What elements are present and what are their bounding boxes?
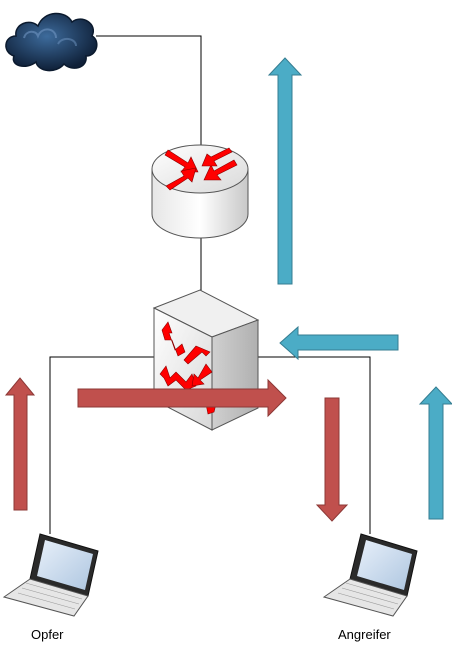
arrow-up-attacker bbox=[418, 386, 452, 520]
red-arrows bbox=[4, 377, 349, 522]
blue-arrows bbox=[267, 57, 452, 520]
arrow-left-switch bbox=[279, 325, 399, 361]
switch-victim-link bbox=[49, 356, 154, 534]
arrow-up-router bbox=[267, 57, 303, 285]
laptop-icon-attacker bbox=[322, 533, 418, 617]
victim-label: Opfer bbox=[31, 627, 64, 642]
switch-attacker-link bbox=[258, 356, 371, 534]
switch-icon bbox=[152, 289, 260, 431]
attacker-label: Angreifer bbox=[338, 627, 391, 642]
cloud-router-link bbox=[96, 35, 202, 146]
arrow-right-switch bbox=[77, 378, 287, 418]
arrow-up-victim bbox=[4, 377, 36, 511]
arrow-down-attacker bbox=[315, 397, 349, 522]
router-icon bbox=[151, 144, 249, 239]
connection-lines bbox=[49, 35, 371, 534]
cloud-icon bbox=[5, 12, 98, 72]
laptop-icon-victim bbox=[2, 533, 99, 617]
